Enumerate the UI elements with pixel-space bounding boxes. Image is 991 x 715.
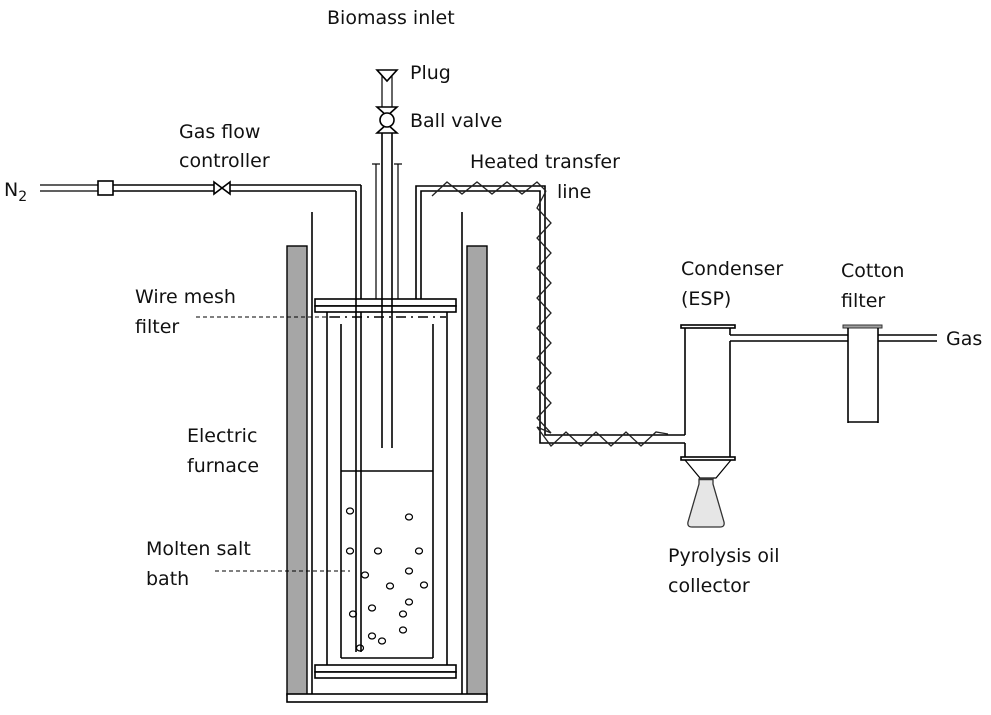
bubble (414, 547, 424, 555)
label-wire-mesh-filter-2: filter (135, 316, 179, 338)
bubble (373, 547, 383, 555)
label-condenser-1: Condenser (681, 258, 783, 280)
bubble (398, 626, 408, 634)
heating-coil-bottom (536, 426, 669, 447)
furnace-base (286, 693, 488, 703)
label-gas-flow-controller-1: Gas flow (179, 121, 260, 143)
label-electric-furnace-1: Electric (187, 425, 257, 447)
label-n2: N2 (4, 179, 27, 205)
molten-salt-bath (345, 507, 429, 652)
bubble (419, 581, 429, 589)
bubble (345, 547, 355, 555)
n2-fitting (97, 180, 114, 196)
label-electric-furnace-2: furnace (187, 455, 259, 477)
electric-furnace (286, 212, 488, 703)
reactor-top-flange-upper (314, 298, 457, 307)
furnace-wall-left (286, 245, 308, 696)
bubble (404, 598, 414, 606)
bubble (360, 571, 370, 579)
label-condenser-2: (ESP) (681, 288, 731, 310)
collector-funnel (684, 459, 732, 479)
bubble (367, 604, 377, 612)
label-heated-transfer-line-2: line (557, 181, 591, 203)
reactor-bottom-flange-lower (314, 671, 457, 679)
reactor-bottom-flange-upper (314, 664, 457, 673)
label-molten-salt-bath-1: Molten salt (146, 538, 251, 560)
label-n2-base: N (4, 179, 18, 201)
gas-flow-controller-valve-icon (213, 180, 231, 196)
label-pyrolysis-oil-collector-1: Pyrolysis oil (668, 545, 780, 567)
n2-gas-line (40, 180, 362, 652)
bubble (404, 513, 414, 521)
label-gas-outlet: Gas (946, 328, 982, 350)
transfer-pipe-outer (415, 185, 685, 436)
label-cotton-filter-1: Cotton (841, 260, 904, 282)
bubble (345, 507, 355, 515)
label-gas-flow-controller-2: controller (179, 150, 270, 172)
ball-valve-top (374, 106, 400, 118)
label-plug: Plug (410, 62, 451, 84)
transfer-pipe-inner (420, 190, 685, 444)
bubble (398, 610, 408, 618)
label-cotton-filter-2: filter (841, 290, 885, 312)
furnace-wall-right (466, 245, 488, 696)
biomass-inlet (372, 69, 402, 448)
label-n2-subscript: 2 (18, 189, 27, 205)
label-biomass-inlet: Biomass inlet (327, 7, 455, 29)
heating-coil-top (431, 181, 547, 197)
reactor-vessel (314, 298, 457, 679)
condenser-bottom-cap (680, 456, 736, 461)
reactor-top-flange-lower (314, 305, 457, 313)
label-pyrolysis-oil-collector-2: collector (668, 575, 750, 597)
bubble (377, 637, 387, 645)
ball-valve-bottom (374, 122, 400, 134)
bubble (355, 644, 365, 652)
bubble (404, 567, 414, 575)
heating-coil-vertical (536, 190, 552, 434)
cotton-filter (842, 324, 937, 423)
ball-valve-icon (379, 112, 395, 128)
bubble (367, 632, 377, 640)
heated-transfer-line (415, 181, 685, 447)
collector-flask-icon (687, 478, 725, 528)
label-heated-transfer-line-1: Heated transfer (470, 151, 620, 173)
condenser-esp (680, 324, 848, 461)
cotton-filter-cap (842, 324, 883, 329)
label-wire-mesh-filter-1: Wire mesh (135, 286, 236, 308)
plug-icon (375, 69, 399, 83)
bubble (385, 582, 395, 590)
label-molten-salt-bath-2: bath (146, 568, 189, 590)
condenser-top-cap (680, 324, 736, 329)
label-ball-valve: Ball valve (410, 110, 502, 132)
pyrolysis-oil-collector (684, 459, 732, 528)
